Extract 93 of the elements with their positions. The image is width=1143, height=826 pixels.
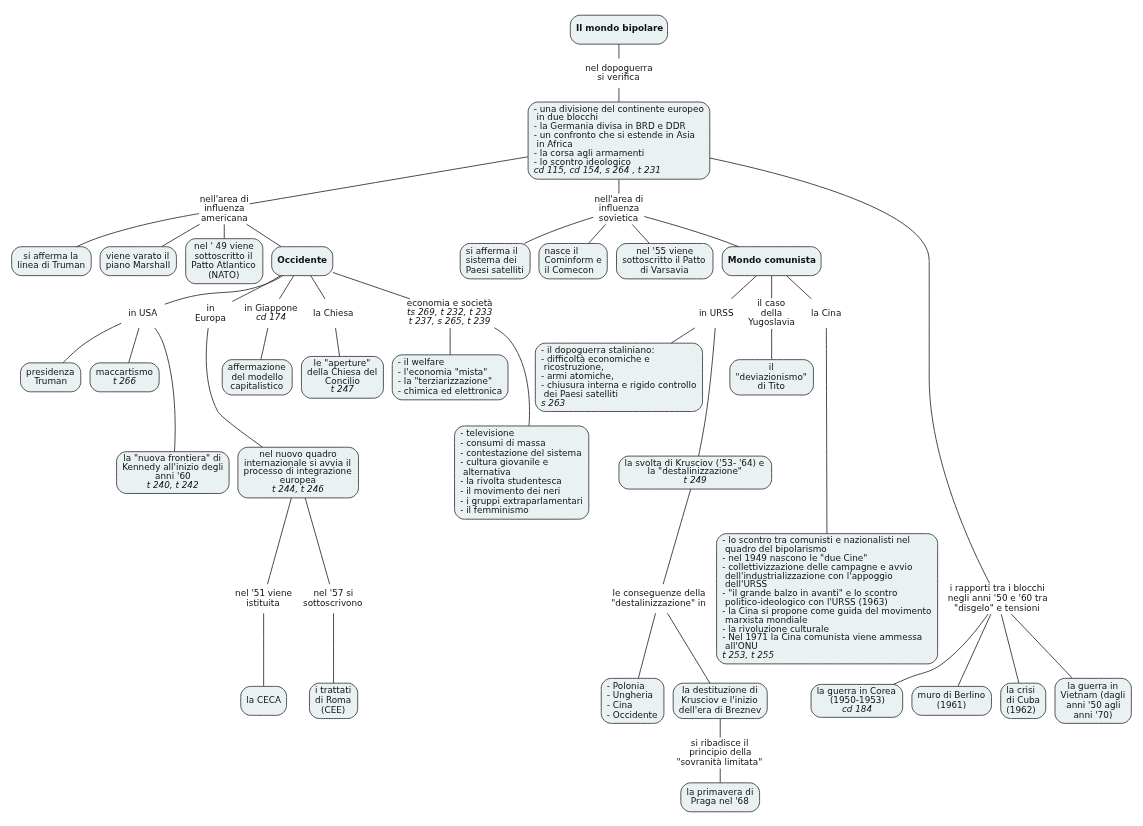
- node-text: economia e società ts 269, t 232, t 233 t 237, s 265, t 239: [406, 297, 493, 326]
- node-box: il "deviazionismo" di Tito: [729, 358, 814, 395]
- connector: [643, 215, 740, 247]
- node-text: in USA: [128, 307, 158, 318]
- connector: [1000, 613, 1020, 684]
- node-text: i rapporti tra i blocchi negli anni '50 e '60 tra "disgelo" e tensioni: [947, 582, 1048, 613]
- connector: [957, 613, 992, 687]
- node-text: le conseguenze della "destalinizzazione" in: [611, 587, 706, 608]
- connector: [588, 223, 607, 244]
- connector: [631, 223, 650, 244]
- node-box: - una divisione del continente europeo in due blocchi - la Germania divisa in BRD e DDR - un confronto che si estende in Asia in Africa - la corsa agli armamenti - lo scontro ideologico cd 115, cd 154, s 264 , t 231: [527, 101, 711, 180]
- node-text: il caso della Yugoslavia: [748, 297, 795, 327]
- connector: [618, 86, 620, 102]
- connector: [825, 327, 828, 534]
- connector: [892, 613, 989, 685]
- node-box: Il mondo bipolare: [569, 14, 668, 45]
- node-box: le "aperture" della Chiesa del Concilio t 247: [301, 355, 384, 399]
- node-box: - il dopoguerra staliniano: - difficoltà economiche e ricostruzione, - armi atomiche, - chiusura interna e rigido controllo dei Paesi satelliti s 263: [534, 342, 703, 412]
- node-box: - Polonia - Ungheria - Cina - Occidente: [600, 677, 665, 724]
- node-text: nell'area di influenza americana: [199, 193, 249, 223]
- node-text: nell'area di influenza sovietica: [594, 193, 644, 223]
- connector: [223, 223, 225, 239]
- node-box: la "nuova frontiera" di Kennedy all'inizio degli anni '60 t 240, t 242: [116, 450, 230, 494]
- connector: [267, 497, 292, 585]
- node-text: in URSS: [698, 307, 734, 318]
- connector: [719, 767, 721, 783]
- connector: [771, 328, 773, 360]
- connector: [637, 612, 656, 678]
- connector: [618, 178, 620, 194]
- node-box: Occidente: [271, 245, 334, 276]
- connector: [260, 327, 269, 360]
- connector: [524, 216, 594, 244]
- connector: [618, 43, 620, 59]
- connector: [670, 326, 696, 343]
- connector: [449, 327, 451, 355]
- node-box: presidenza Truman: [20, 361, 82, 392]
- connector: [333, 612, 334, 684]
- connector: [709, 157, 990, 584]
- connector: [662, 488, 692, 585]
- node-box: si afferma la linea di Truman: [11, 245, 92, 276]
- connector: [62, 322, 122, 363]
- node-box: nel ' 49 viene sottoscritto il Patto Atlantico (NATO): [185, 237, 264, 284]
- connector: [231, 274, 281, 302]
- connector: [205, 327, 264, 448]
- node-box: muro di Berlino (1961): [911, 685, 992, 716]
- node-text: nel '51 viene istituita: [235, 587, 292, 608]
- node-box: la CECA: [240, 685, 287, 716]
- connector: [279, 274, 295, 299]
- connector: [771, 274, 773, 299]
- connector: [304, 497, 331, 585]
- node-box: viene varato il piano Marshall: [99, 245, 177, 276]
- node-text: nel dopoguerra si verifica: [585, 62, 653, 82]
- node-box: Mondo comunista: [721, 245, 822, 276]
- connector: [698, 327, 716, 456]
- node-text: in Giappone cd 174: [244, 302, 298, 322]
- node-text: nel '57 si sottoscrivono: [303, 587, 363, 608]
- connector: [154, 327, 176, 452]
- connector: [335, 327, 340, 357]
- node-text: in Europa: [194, 302, 226, 322]
- connector: [249, 155, 529, 204]
- connector: [667, 612, 711, 684]
- connector: [494, 326, 530, 426]
- node-box: - lo scontro tra comunisti e nazionalisti nel quadro del bipolarismo - nel 1949 nascono le "due Cine" - collettivizzazione delle campagne e avvio dell'industrializzazione con l'appoggio dell'URSS - "il grande balzo in avanti" e lo scontro politico-ideologico con l'URSS (1963) - la Cina si propone come guida del movimento marxista mondiale - la rivoluzione culturale - Nel 1971 la Cina comunista viene ammessa all'ONU t 253, t 255: [716, 532, 939, 664]
- node-text: la Chiesa: [313, 307, 354, 318]
- connector: [310, 274, 326, 299]
- node-box: si afferma il sistema dei Paesi satelliti: [459, 242, 531, 279]
- node-box: la crisi di Cuba (1962): [1000, 682, 1047, 719]
- connector: [246, 223, 282, 247]
- connector: [76, 212, 200, 247]
- node-box: la guerra in Vietnam (dagli anni '50 agli anni '70): [1054, 677, 1132, 724]
- node-text: si ribadisce il principio della "sovranità limitata": [676, 737, 763, 767]
- node-box: nel nuovo quadro internazionale si avvia il processo di integrazione europea t 244, t 246: [237, 446, 359, 498]
- node-box: i trattati di Roma (CEE): [309, 682, 359, 719]
- node-box: - televisione - consumi di massa - contestazione del sistema - cultura giovanile e alternativa - la rivolta studentesca - il movimento dei neri - i gruppi extraparlamentari - il femminismo: [454, 425, 590, 520]
- connector: [730, 274, 757, 299]
- connector: [128, 327, 140, 363]
- node-box: nel '55 viene sottoscritto il Patto di Varsavia: [616, 242, 714, 279]
- node-box: la svolta di Krusciov ('53- '64) e la "destalinizzazione" t 249: [618, 455, 773, 489]
- connector: [1010, 613, 1073, 678]
- connector: [164, 274, 284, 305]
- node-box: la primavera di Praga nel '68: [680, 781, 760, 812]
- node-box: la destituzione di Krusciov e l'inizio dell'era di Breznev: [672, 682, 768, 719]
- node-box: nasce il Cominform e il Comecon: [538, 242, 608, 279]
- node-box: maccartismo t 266: [89, 361, 160, 392]
- connector: [719, 717, 721, 738]
- connector: [332, 271, 411, 299]
- connector: [263, 612, 265, 687]
- node-box: - il welfare - l'economia "mista" - la "terziarizzazione" - chimica ed elettronica: [391, 353, 509, 400]
- connector: [161, 223, 201, 247]
- node-box: la guerra in Corea (1950-1953) cd 184: [810, 683, 904, 718]
- node-text: la Cina: [811, 307, 842, 318]
- connector: [786, 274, 812, 299]
- node-box: affermazione del modello capitalistico: [221, 358, 293, 395]
